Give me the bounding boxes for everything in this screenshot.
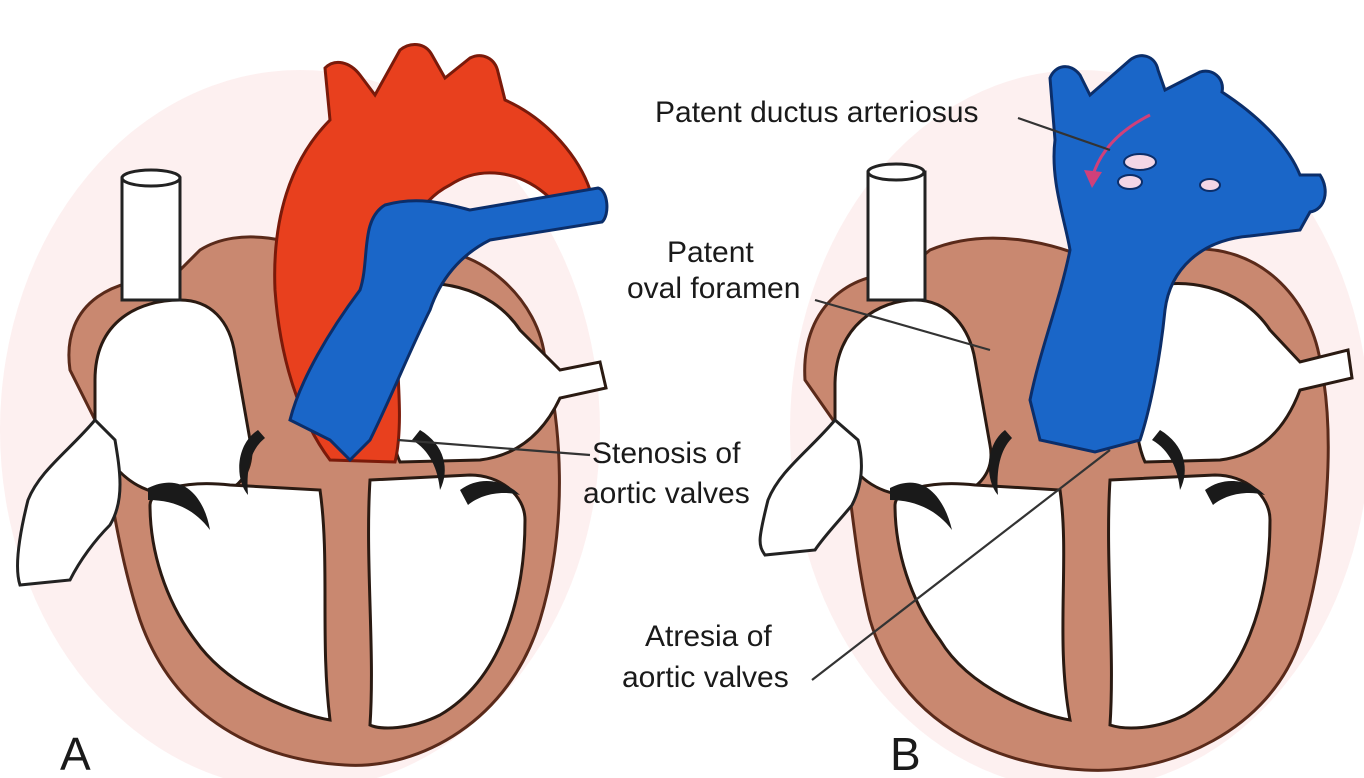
panel-a-left-ventricle [367,473,527,730]
panel-b-ductus-opening-1 [1123,153,1157,171]
panel-a-pulmonary-artery [288,186,609,463]
pda-label: Patent ductus arteriosus [655,96,979,129]
panel-b-tricuspid-valve [988,430,1012,495]
pfo-label-line1: Patent [667,236,754,269]
panel-b-flow-arrowhead [1084,170,1102,188]
panel-a-mitral-valve [412,430,445,490]
panel-b-heart [758,54,1364,778]
atresia-label-line2: aortic valves [622,661,789,694]
panel-b-svc-opening [866,162,926,182]
panel-b-lv-leaflet [1205,480,1265,505]
panel-a-lv-leaflet [460,480,520,505]
panel-b-ductus-opening-2 [1117,174,1143,190]
panel-a-svc-opening [120,168,182,188]
panel-a-right-atrium [93,298,253,497]
panel-b-rv-leaflet [890,482,952,530]
panel-a-right-ventricle [148,482,332,722]
panel-a-inferior-vena-cava [16,417,122,587]
panel-b-ductus-opening-3 [1199,178,1221,192]
panel-b-mitral-valve [1152,430,1185,490]
pda-leader-line [1017,116,1111,152]
panel-a-heart [0,43,609,778]
panel-b-right-atrium [833,298,993,497]
atresia-label-line1: Atresia of [645,620,772,653]
pfo-leader-line [814,298,991,352]
panel-a-letter: A [60,728,91,778]
stenosis-label-line2: aortic valves [583,477,750,510]
panel-a-rv-leaflet [148,482,210,530]
stenosis-leader-line [397,438,591,457]
stenosis-label-line1: Stenosis of [592,437,741,470]
panel-b-inferior-vena-cava [758,417,863,557]
panel-b-flow-arrow [1090,113,1151,179]
panel-b-left-ventricle [1107,473,1272,730]
panel-a-tricuspid-valve [239,430,265,495]
pfo-label-line2: oval foramen [627,272,800,305]
panel-b-superior-vena-cava [866,170,927,302]
panel-a-superior-vena-cava [120,176,182,302]
panel-b-letter: B [890,728,921,778]
atresia-leader-line [811,449,1111,681]
panel-b-right-ventricle [893,482,1072,722]
